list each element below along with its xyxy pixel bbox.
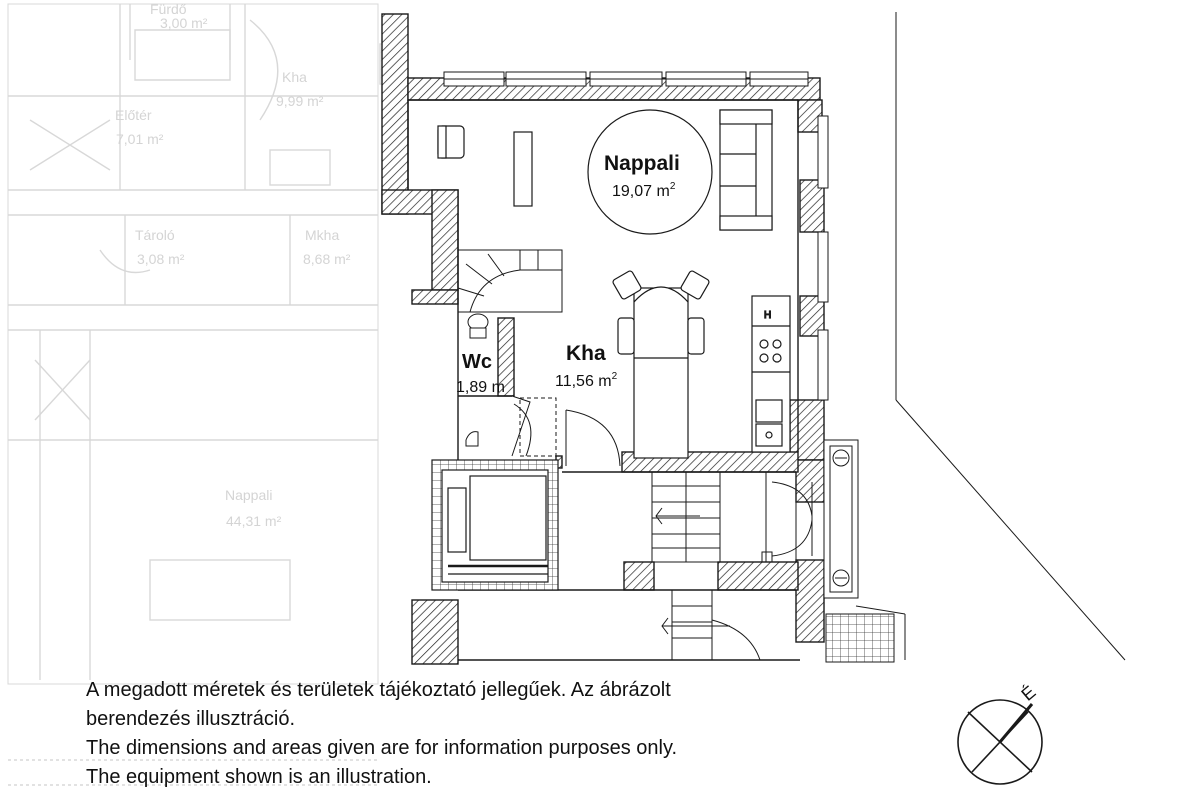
disclaimer-en-line-1: The dimensions and areas given are for i…: [86, 737, 678, 759]
room-wc-name: Wc: [462, 351, 492, 373]
room-living-unit-exp: 2: [670, 181, 676, 192]
bg-room-1-name: Fürdő: [150, 1, 187, 17]
room-living-area: 19,07 m: [612, 183, 670, 200]
room-labels: Nappali 19,07 m2 Kha 11,56 m2 Wc 1,89 m: [456, 152, 680, 396]
bg-room-2-area: 9,99 m²: [276, 93, 324, 109]
bg-room-2-name: Kha: [282, 69, 307, 85]
svg-text:H: H: [764, 310, 771, 321]
room-kitchen-name: Kha: [566, 342, 606, 365]
room-living-name: Nappali: [604, 152, 680, 175]
bg-room-3-area: 7,01 m²: [116, 131, 164, 147]
corridor-stairs: [651, 471, 761, 661]
spiral-stair: [457, 249, 563, 313]
wc-fixtures: [465, 313, 557, 457]
room-kitchen-unit-exp: 2: [612, 371, 618, 382]
bg-room-4-name: Tároló: [135, 227, 175, 243]
kitchen-door: [565, 409, 621, 467]
bg-room-4-area: 3,08 m²: [137, 251, 185, 267]
bg-room-5-area: 8,68 m²: [303, 251, 351, 267]
interior-lines: [407, 99, 800, 661]
kitchen-counter: H: [751, 295, 791, 453]
disclaimer-hu-line-1: A megadott méretek és területek tájékozt…: [86, 679, 671, 701]
svg-text:19,07 m2: 19,07 m2: [612, 181, 676, 200]
bg-room-6-area: 44,31 m²: [226, 513, 282, 529]
disclaimer-hu-line-2: berendezés illusztráció.: [86, 708, 295, 730]
background-room-labels: Fürdő 3,00 m² Kha 9,99 m² Előtér 7,01 m²…: [115, 1, 351, 529]
svg-text:11,56 m2: 11,56 m2: [555, 371, 618, 390]
bg-room-1-area: 3,00 m²: [160, 15, 208, 31]
disclaimer-en-line-2: The equipment shown is an illustration.: [86, 766, 432, 788]
living-furniture: [437, 109, 773, 235]
room-wc-area: 1,89 m: [456, 379, 505, 396]
north-label: É: [1017, 682, 1039, 705]
bg-room-6-name: Nappali: [225, 487, 272, 503]
elevator: [431, 459, 559, 591]
windows-right: [817, 115, 829, 401]
disclaimer-note: A megadott méretek és területek tájékozt…: [86, 676, 886, 792]
bg-room-3-name: Előtér: [115, 107, 152, 123]
background-plan: [7, 3, 407, 786]
entrance: [761, 439, 895, 663]
windows-top: [443, 71, 809, 87]
north-arrow: É: [957, 682, 1043, 785]
site-boundary: [855, 12, 1126, 661]
room-kitchen-area: 11,56 m: [555, 373, 612, 390]
bg-room-5-name: Mkha: [305, 227, 339, 243]
dining-set: [612, 270, 710, 459]
